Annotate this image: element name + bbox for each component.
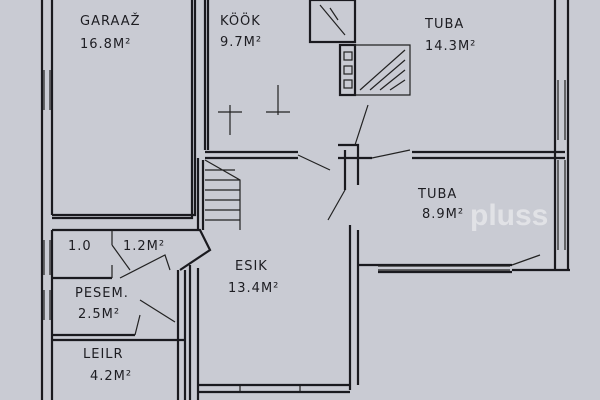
room-name-wc: 1.0 [68,239,92,254]
room-name-kitchen: KÖÖK [220,12,261,29]
room-area-sauna: 4.2M² [90,369,132,384]
room-area-bathroom: 2.5M² [78,307,120,322]
room-area-room1: 14.3M² [425,39,476,54]
room-area-wc: 1.2M² [123,239,165,254]
watermark: pluss [470,199,548,232]
walls [40,0,570,400]
room-area-room2: 8.9M² [422,207,464,222]
room-name-room1: TUBA [424,17,464,32]
room-area-hall: 13.4M² [228,281,279,296]
room-name-room2: TUBA [417,187,457,202]
room-name-sauna: LEILR [83,347,124,362]
room-area-kitchen: 9.7M² [220,35,262,50]
room-name-hall: ESIK [235,259,268,274]
room-name-garage: GARAAŽ [80,13,141,29]
room-area-garage: 16.8M² [80,37,131,52]
room-name-bathroom: PESEM. [75,286,129,301]
